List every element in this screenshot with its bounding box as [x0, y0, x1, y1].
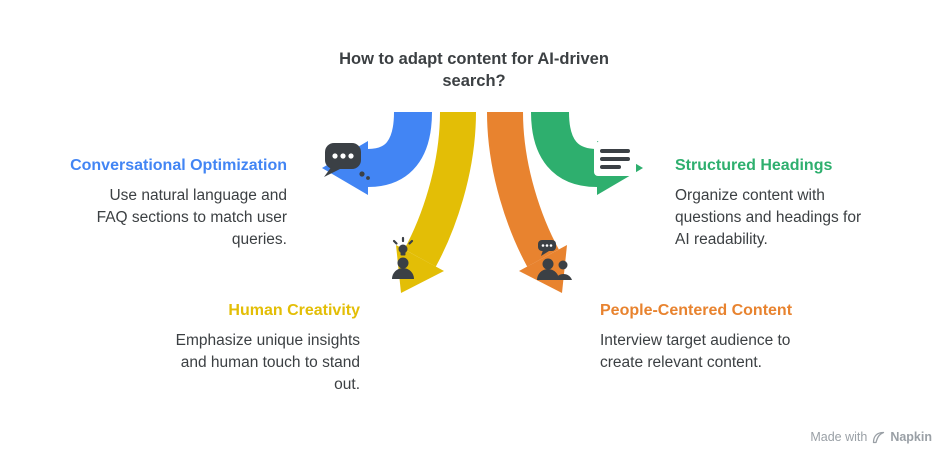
section-heading: Conversational Optimization [70, 157, 287, 174]
description-line: AI readability. [675, 231, 768, 248]
document-lines-icon [594, 142, 636, 176]
description-line: and human touch to stand [180, 354, 360, 371]
section-heading: People-Centered Content [600, 302, 793, 319]
description-line: Organize content with [675, 187, 825, 204]
description-line: out. [334, 376, 360, 393]
description-line: create relevant content. [600, 354, 762, 371]
description-line: Use natural language and [109, 187, 287, 204]
chat-dots-icon [324, 143, 370, 180]
description-line: queries. [231, 231, 287, 248]
section-conversational-optimization: Conversational Optimization Use natural … [17, 155, 287, 251]
description-line: questions and headings for [675, 209, 862, 226]
people-chat-icon [537, 240, 572, 280]
section-description: Interview target audience to create rele… [600, 330, 860, 374]
section-heading: Structured Headings [675, 157, 833, 174]
section-heading: Human Creativity [228, 302, 360, 319]
diagram-title: How to adapt content for AI-driven searc… [0, 48, 948, 92]
title-line-1: How to adapt content for AI-driven [339, 50, 609, 68]
description-line: FAQ sections to match user [96, 209, 287, 226]
made-with-text: Made with [810, 430, 868, 444]
napkin-brand-text: Napkin [890, 430, 932, 444]
section-description: Emphasize unique insights and human touc… [100, 330, 360, 396]
person-idea-icon [392, 236, 414, 279]
section-description: Use natural language and FAQ sections to… [17, 185, 287, 251]
description-line: Interview target audience to [600, 332, 791, 349]
people-centered-arrow [487, 111, 567, 293]
section-people-centered-content: People-Centered Content Interview target… [600, 300, 860, 374]
section-human-creativity: Human Creativity Emphasize unique insigh… [100, 300, 360, 396]
made-with-napkin-badge[interactable]: Made with Napkin [810, 430, 932, 444]
human-creativity-arrow [396, 111, 476, 293]
napkin-logo-icon [873, 431, 885, 443]
section-structured-headings: Structured Headings Organize content wit… [675, 155, 925, 251]
section-description: Organize content with questions and head… [675, 185, 925, 251]
title-line-2: search? [442, 72, 506, 90]
description-line: Emphasize unique insights [175, 332, 360, 349]
